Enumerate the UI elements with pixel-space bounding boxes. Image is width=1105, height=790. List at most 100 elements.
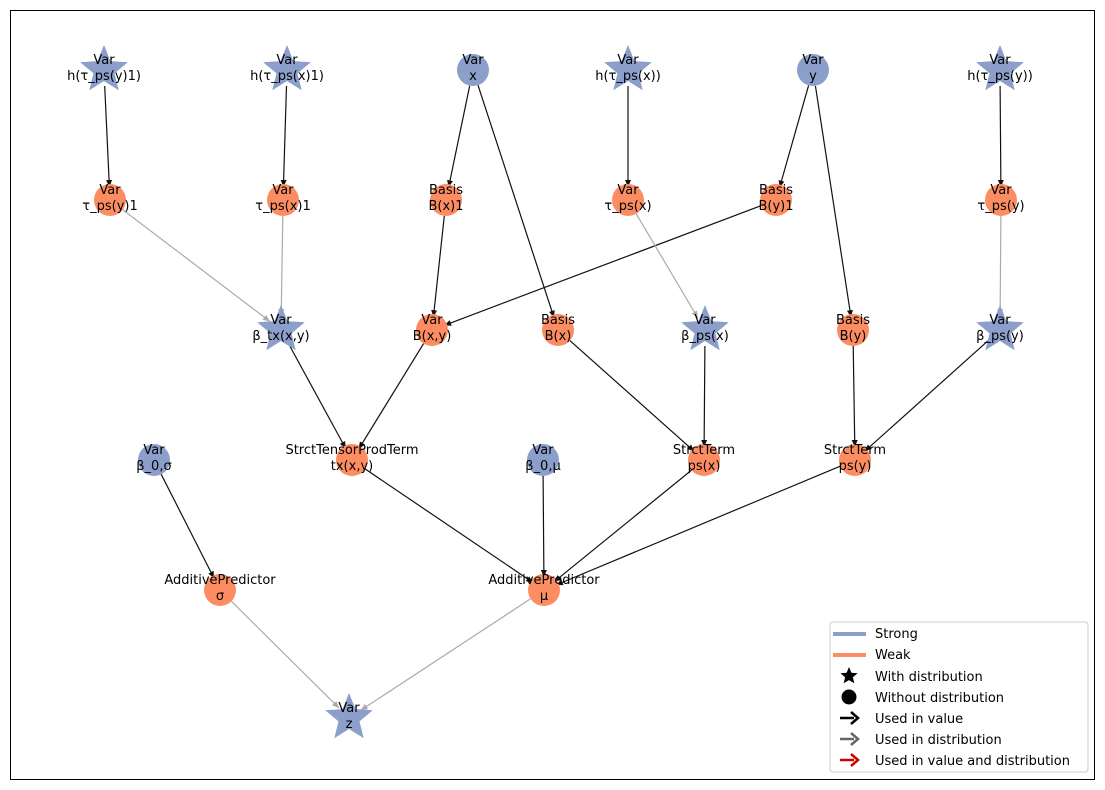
edge-tau_psx-to-beta_psx xyxy=(635,213,699,319)
node-title: Var xyxy=(462,53,484,68)
legend-used-in-distribution-label: Used in distribution xyxy=(875,733,1002,748)
node-title: Basis xyxy=(541,313,575,328)
node-title: Var xyxy=(989,313,1011,328)
edge-h_tau_psy-to-tau_psy xyxy=(997,85,1004,188)
node-circle-marker xyxy=(542,314,574,346)
node-name: B(x,y) xyxy=(413,329,452,344)
legend-used-in-value-and-distribution-label: Used in value and distribution xyxy=(875,754,1070,769)
edge-basis_bx1-to-bxy xyxy=(431,215,445,318)
edge-x-to-basis_bx1 xyxy=(447,85,471,188)
node-name: τ_ps(x) xyxy=(604,199,651,214)
node-name: B(y) xyxy=(840,329,867,344)
node-title: Var xyxy=(532,443,554,458)
edge-beta_tx-to-tensor_term xyxy=(288,343,347,449)
node-title: Var xyxy=(990,183,1012,198)
node-title: AdditivePredictor xyxy=(164,573,276,588)
nodes-layer: Varh(τ_ps(y)1)Varh(τ_ps(x)1)VarxVarh(τ_p… xyxy=(67,45,1033,739)
edge-tau_psy1-to-beta_tx xyxy=(122,209,271,322)
node-title: StrctTensorProdTerm xyxy=(285,443,418,458)
legend: Strong Weak With distribution Without di… xyxy=(829,621,1089,773)
node-circle-marker xyxy=(430,184,462,216)
node-title: Var xyxy=(421,313,443,328)
edge-pred_sigma-to-z xyxy=(230,600,340,709)
node-circle-marker xyxy=(839,444,871,476)
node-title: Var xyxy=(143,443,165,458)
node-name: h(τ_ps(y)1) xyxy=(67,69,141,84)
node-title: Var xyxy=(270,313,292,328)
node-name: β_0,σ xyxy=(136,459,171,474)
node-circle-marker xyxy=(528,574,560,606)
node-title: AdditivePredictor xyxy=(488,573,600,588)
edge-psy_term-to-pred_mu xyxy=(555,465,841,586)
node-name: τ_ps(y)1 xyxy=(82,199,137,214)
node-title: Basis xyxy=(429,183,463,198)
node-circle-marker xyxy=(204,574,236,606)
edges-layer xyxy=(104,85,1004,711)
node-circle-marker xyxy=(527,444,559,476)
node-name: ps(x) xyxy=(688,459,721,474)
node-name: z xyxy=(346,717,353,732)
node-title: Var xyxy=(99,183,121,198)
node-circle-marker xyxy=(688,444,720,476)
node-name: B(x) xyxy=(545,329,572,344)
node-star-marker xyxy=(604,45,652,91)
node-title: StrctTerm xyxy=(824,443,886,458)
legend-value-arrow xyxy=(840,711,860,725)
edge-basis_by-to-psy_term xyxy=(851,345,858,448)
legend-weak-label: Weak xyxy=(875,648,911,663)
edge-beta0_sigma-to-pred_sigma xyxy=(160,474,215,579)
node-name: ps(y) xyxy=(839,459,872,474)
legend-without-distribution-label: Without distribution xyxy=(875,691,1004,706)
legend-star-marker xyxy=(840,667,858,684)
node-title: Var xyxy=(93,53,115,68)
node-star-marker xyxy=(80,45,128,91)
node-name: β_0,μ xyxy=(525,459,560,474)
node-name: x xyxy=(469,69,477,84)
edge-beta0_mu-to-pred_mu xyxy=(540,475,547,578)
node-name: B(y)1 xyxy=(758,199,793,214)
edge-beta_psx-to-psx_term xyxy=(701,345,708,448)
legend-box xyxy=(829,621,1089,773)
node-title: StrctTerm xyxy=(673,443,735,458)
node-name: τ_ps(x)1 xyxy=(255,199,310,214)
node-star-marker xyxy=(681,305,729,351)
node-name: β_ps(y) xyxy=(976,329,1024,344)
node-star-marker xyxy=(976,45,1024,91)
node-title: Basis xyxy=(759,183,793,198)
node-title: Var xyxy=(338,701,360,716)
node-circle-marker xyxy=(94,184,126,216)
node-circle-marker xyxy=(336,444,368,476)
legend-used-in-value-label: Used in value xyxy=(875,712,963,727)
node-name: h(τ_ps(x)) xyxy=(595,69,661,84)
edge-beta_psy-to-psy_term xyxy=(864,340,989,452)
edge-h_tau_psx1-to-tau_psx1 xyxy=(280,85,288,188)
node-name: B(x)1 xyxy=(428,199,463,214)
node-name: σ xyxy=(216,589,224,604)
node-circle-marker xyxy=(797,54,829,86)
node-star-marker xyxy=(263,45,311,91)
node-circle-marker xyxy=(760,184,792,216)
node-name: β_ps(x) xyxy=(681,329,729,344)
